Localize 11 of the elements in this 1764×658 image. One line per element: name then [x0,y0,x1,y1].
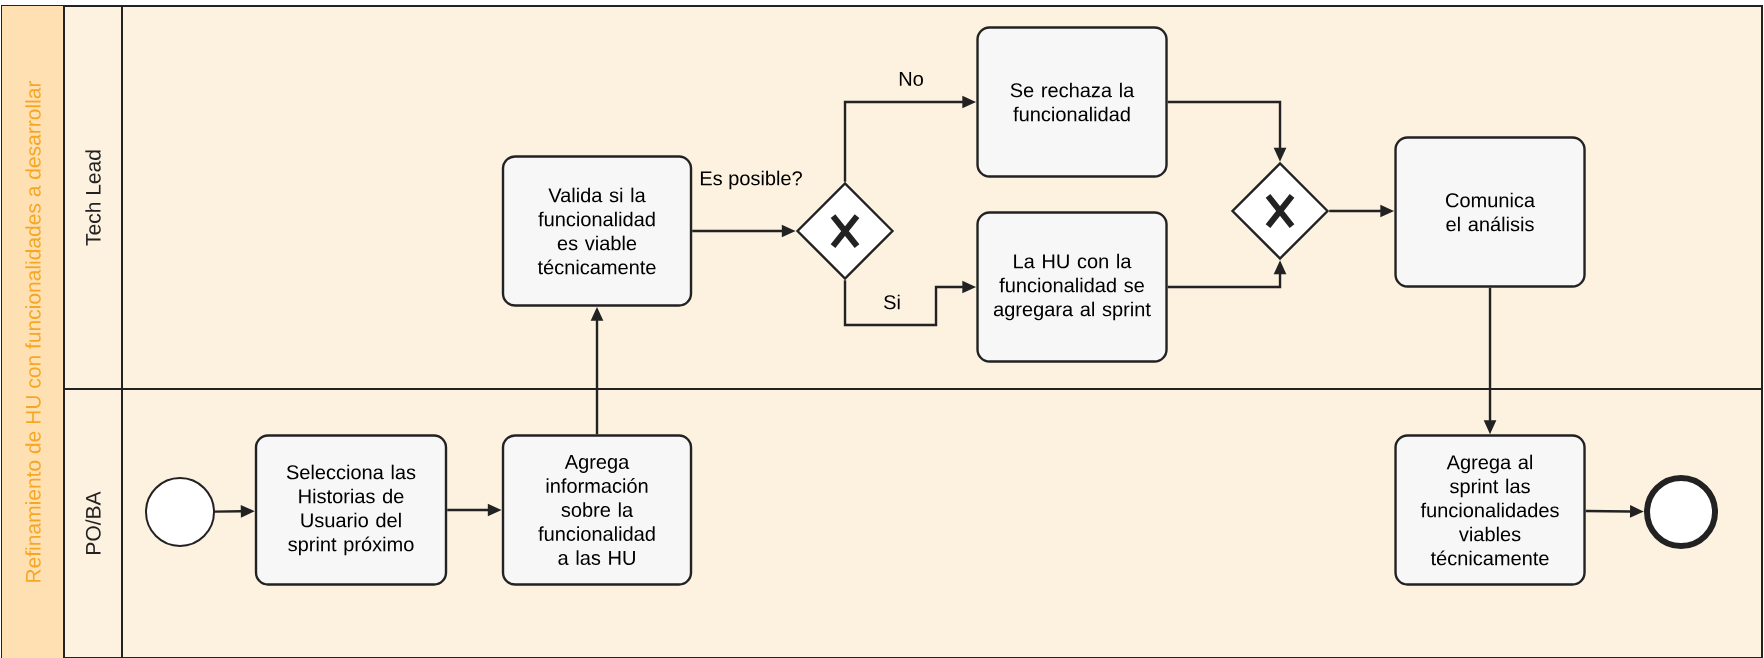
task-box: Agrega información sobre la funcionalidad a las HU [501,434,693,586]
task-box: Valida si la funcionalidad es viable técnicamente [501,155,693,307]
task-box: Agrega al sprint las funcionalidades viables técnicamente [1394,434,1586,586]
task-box: Se rechaza la funcionalidad [976,26,1168,178]
task-box: La HU con la funcionalidad se agregara al sprint [976,211,1168,363]
start-event-circle [145,477,215,547]
end-event-circle [1644,475,1719,549]
task-box: Selecciona las Historias de Usuario del sprint próximo [254,434,448,586]
edge-label: No [896,70,926,88]
gateway-label: Es posible? [700,170,802,190]
task-box: Comunica el análisis [1394,136,1586,288]
